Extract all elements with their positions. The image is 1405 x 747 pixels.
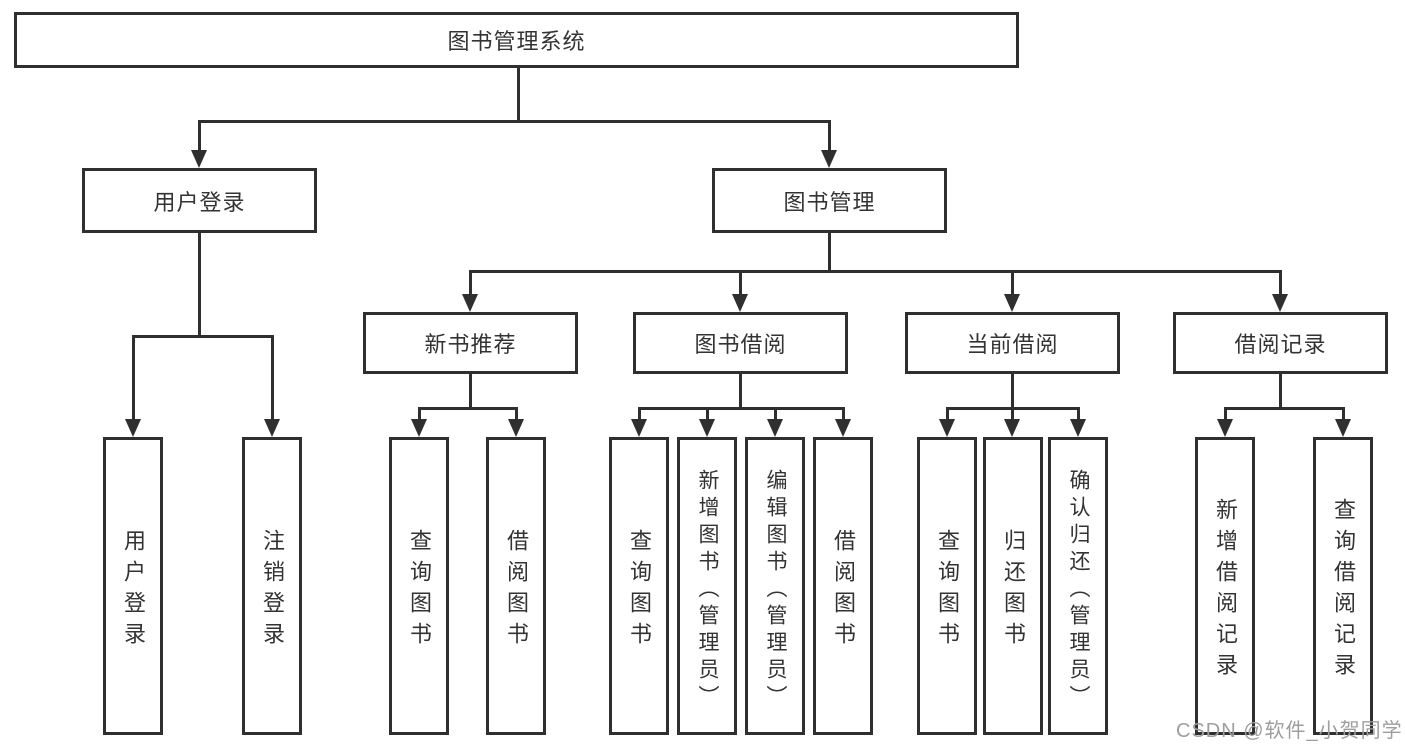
connector-to-borrowing-records [1279, 270, 1282, 296]
connector-to-new-book-recommend [469, 270, 472, 296]
arrow-down-icon [462, 294, 478, 312]
connector-to-leaf [418, 407, 421, 419]
arrow-down-icon [939, 419, 955, 437]
arrow-down-icon [264, 419, 280, 437]
connector-user-login-stem [198, 233, 201, 335]
watermark-text: CSDN @软件_小贺同学 [1176, 720, 1403, 742]
arrow-down-icon [732, 294, 748, 312]
connector-book-borrowing-stem [739, 374, 742, 407]
connector-to-leaf [842, 407, 845, 419]
connector-to-book-borrowing [739, 270, 742, 296]
arrow-down-icon [835, 419, 851, 437]
node-leaf-logout: 注销登录 [242, 437, 302, 735]
node-leaf-borrow-books: 借阅图书 [813, 437, 873, 735]
node-label: 借阅图书 [831, 528, 856, 653]
node-label: 当前借阅 [966, 332, 1059, 357]
node-leaf-edit-books-admin: 编辑图书（管理员） [745, 437, 805, 735]
connector-root-branch [198, 120, 831, 123]
arrow-down-icon [191, 150, 207, 168]
connector-to-leaf [1342, 407, 1345, 419]
node-label: 新增图书（管理员） [696, 469, 719, 712]
connector-book-management-stem [828, 233, 831, 272]
connector-book-borrowing-branch [638, 407, 845, 410]
connector-to-leaf-logout [271, 335, 274, 419]
connector-new-book-recommend-stem [469, 374, 472, 407]
connector-current-borrowing-stem [1011, 374, 1014, 407]
node-leaf-add-borrow-record: 新增借阅记录 [1195, 437, 1255, 735]
node-label: 新书推荐 [424, 332, 517, 357]
connector-borrowing-records-branch [1224, 407, 1345, 410]
node-leaf-user-login: 用户登录 [103, 437, 163, 735]
node-label: 用户登录 [153, 189, 246, 215]
node-leaf-return-books: 归还图书 [983, 437, 1043, 735]
arrow-down-icon [1004, 419, 1020, 437]
node-label: 确认归还（管理员） [1067, 469, 1090, 712]
connector-to-current-borrowing [1011, 270, 1014, 296]
node-label: 新增借阅记录 [1213, 497, 1238, 684]
connector-to-leaf [515, 407, 518, 419]
node-new-book-recommend: 新书推荐 [363, 312, 578, 374]
arrow-down-icon [1272, 294, 1288, 312]
node-label: 用户登录 [121, 528, 146, 653]
connector-to-leaf-user-login [132, 335, 135, 419]
arrow-down-icon [411, 419, 427, 437]
node-label: 图书管理 [783, 189, 876, 215]
node-leaf-add-books-admin: 新增图书（管理员） [677, 437, 737, 735]
node-label: 借阅图书 [504, 528, 529, 653]
node-label: 查询图书 [627, 528, 652, 653]
arrow-down-icon [1217, 419, 1233, 437]
node-label: 查询图书 [407, 528, 432, 653]
node-label: 编辑图书（管理员） [764, 469, 787, 712]
connector-to-leaf [706, 407, 709, 419]
connector-to-book-management [828, 120, 831, 152]
connector-book-management-branch [469, 270, 1282, 273]
connector-to-leaf [774, 407, 777, 419]
node-borrowing-records: 借阅记录 [1173, 312, 1388, 374]
node-leaf-query-borrow-record: 查询借阅记录 [1313, 437, 1373, 735]
node-label: 查询借阅记录 [1331, 497, 1356, 684]
connector-root-stem [517, 68, 520, 122]
connector-borrowing-records-stem [1279, 374, 1282, 407]
node-current-borrowing: 当前借阅 [905, 312, 1120, 374]
connector-new-book-recommend-branch [418, 407, 518, 410]
connector-to-leaf [638, 407, 641, 419]
node-label: 归还图书 [1001, 528, 1026, 653]
node-leaf-query-books-recommend: 查询图书 [389, 437, 449, 735]
node-leaf-query-books-current: 查询图书 [917, 437, 977, 735]
node-leaf-borrow-books-recommend: 借阅图书 [486, 437, 546, 735]
connector-to-user-login [198, 120, 201, 152]
arrow-down-icon [767, 419, 783, 437]
arrow-down-icon [699, 419, 715, 437]
arrow-down-icon [125, 419, 141, 437]
arrow-down-icon [508, 419, 524, 437]
node-label: 图书管理系统 [447, 29, 586, 54]
node-leaf-confirm-return-admin: 确认归还（管理员） [1048, 437, 1108, 735]
arrow-down-icon [1335, 419, 1351, 437]
node-label: 图书借阅 [694, 332, 787, 357]
node-book-borrowing: 图书借阅 [633, 312, 848, 374]
node-label: 查询图书 [935, 528, 960, 653]
arrow-down-icon [631, 419, 647, 437]
node-user-login: 用户登录 [82, 168, 317, 233]
connector-to-leaf [1077, 407, 1080, 419]
node-leaf-query-books-borrowing: 查询图书 [609, 437, 669, 735]
node-label: 借阅记录 [1234, 332, 1327, 357]
connector-to-leaf [1224, 407, 1227, 419]
connector-to-leaf [946, 407, 949, 419]
node-label: 注销登录 [260, 528, 285, 653]
arrow-down-icon [821, 150, 837, 168]
connector-user-login-branch [132, 335, 274, 338]
arrow-down-icon [1070, 419, 1086, 437]
node-book-management: 图书管理 [712, 168, 947, 233]
node-library-management-system: 图书管理系统 [14, 12, 1019, 68]
connector-to-leaf [1011, 407, 1014, 419]
arrow-down-icon [1004, 294, 1020, 312]
